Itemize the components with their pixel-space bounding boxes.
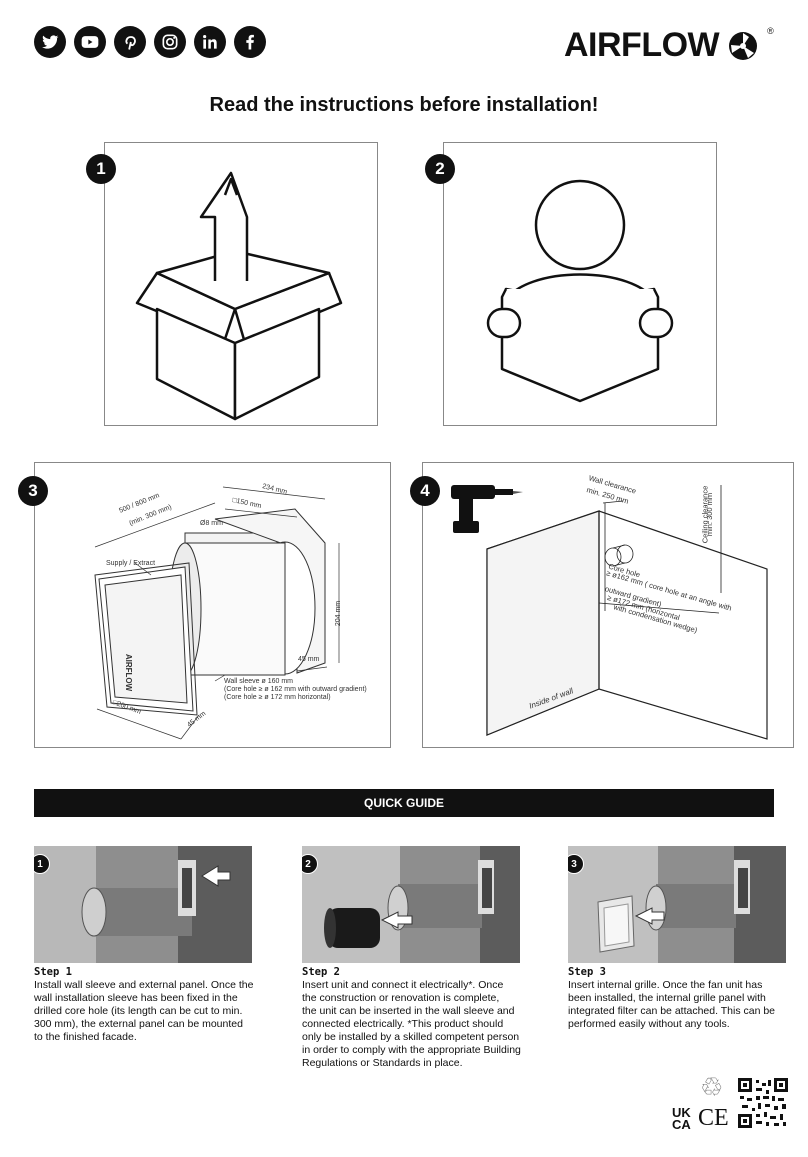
step-2-line: the construction or renovation is comple… <box>302 992 500 1004</box>
ceiling-clearance-value: min. 300 mm <box>705 492 715 537</box>
panel-number-1: 1 <box>86 154 116 184</box>
step-1-title: Step 1 <box>34 966 72 978</box>
step-1-badge: 1 <box>34 854 50 874</box>
qr-code-icon[interactable] <box>738 1078 788 1128</box>
step-1-line: wall installation sleeve has been fixed … <box>34 992 238 1004</box>
step-1-line: drilled core hole (its length can be cut… <box>34 1005 243 1017</box>
ukca-top: UK <box>672 1105 691 1120</box>
dim-204: 204 mm <box>335 600 343 627</box>
wall-clearance-drawing <box>451 485 768 740</box>
unbox-illustration <box>135 171 343 421</box>
step-1-line: to the finished facade. <box>34 1031 137 1043</box>
twitter-icon[interactable] <box>34 26 66 58</box>
step-2-line: the unit can be inserted in the wall sle… <box>302 1005 515 1017</box>
step-3-line: integrated filter can be attached. This … <box>568 1005 776 1017</box>
dim-8: Ø8 mm <box>200 520 223 527</box>
grille-logo: AIRFLOW <box>124 653 134 692</box>
step-3-line: performed easily without any tools. <box>568 1018 730 1030</box>
dim-supply-extract: Supply / Extract <box>106 560 156 567</box>
quick-guide-bar: QUICK GUIDE <box>34 789 774 817</box>
panel-number-4: 4 <box>410 476 440 506</box>
brand-name: AIRFLOW <box>564 26 720 64</box>
sleeve-note-1: Wall sleeve ø 160 mm <box>224 678 293 685</box>
panel-read-manual <box>443 142 717 426</box>
linkedin-icon[interactable] <box>194 26 226 58</box>
step-2-photo: 2 <box>302 846 520 963</box>
ukca-mark: UK CA <box>672 1105 691 1132</box>
step-3-title: Step 3 <box>568 966 606 978</box>
panel-unbox <box>104 142 378 426</box>
youtube-icon[interactable] <box>74 26 106 58</box>
step-1-text: Step 1 Install wall sleeve and external … <box>34 966 264 1044</box>
step-2-line: connected electrically. *This product sh… <box>302 1018 504 1030</box>
dim-45-side: 45 mm <box>298 656 320 663</box>
step-2-title: Step 2 <box>302 966 340 978</box>
step-3-badge: 3 <box>568 854 584 874</box>
step-1-line: Install wall sleeve and external panel. … <box>34 979 254 991</box>
step-1-line: 300 mm), the external panel can be mount… <box>34 1018 243 1030</box>
airflow-logo-icon <box>729 31 758 60</box>
facebook-icon[interactable] <box>234 26 266 58</box>
step-2-line: Regulations or Standards in place. <box>302 1057 463 1069</box>
step-3-line: been installed, the internal grille pane… <box>568 992 766 1004</box>
panel-number-3: 3 <box>18 476 48 506</box>
step-2-text: Step 2 Insert unit and connect it electr… <box>302 966 538 1070</box>
step-3-photo: 3 <box>568 846 786 963</box>
wall-sleeve-drawing <box>94 486 340 740</box>
panel-dimensions <box>34 462 391 748</box>
panel-clearance <box>422 462 794 748</box>
sleeve-note-2: (Core hole ≥ ø 162 mm with outward gradi… <box>224 686 367 693</box>
step-2-line: only be installed by a skilled competent… <box>302 1031 520 1043</box>
ce-mark: CE <box>698 1105 729 1131</box>
instagram-icon[interactable] <box>154 26 186 58</box>
social-icons <box>34 26 266 58</box>
step-3-text: Step 3 Insert internal grille. Once the … <box>568 966 790 1031</box>
panel-number-2: 2 <box>425 154 455 184</box>
step-2-line: Insert unit and connect it electrically*… <box>302 979 504 991</box>
reading-person-illustration <box>486 179 674 403</box>
recycle-icon: ♲ <box>700 1072 724 1102</box>
pinterest-icon[interactable] <box>114 26 146 58</box>
headline: Read the instructions before installatio… <box>209 94 599 116</box>
sleeve-note-3: (Core hole ≥ ø 172 mm horizontal) <box>224 694 331 701</box>
step-2-line: in order to comply with the appropriate … <box>302 1044 521 1056</box>
step-3-line: Insert internal grille. Once the fan uni… <box>568 979 763 991</box>
step-1-photo: 1 <box>34 846 252 963</box>
registered-mark: ® <box>767 26 774 36</box>
step-2-badge: 2 <box>302 854 318 874</box>
brand-logo: AIRFLOW ® <box>564 26 774 65</box>
ukca-bottom: CA <box>672 1117 691 1132</box>
